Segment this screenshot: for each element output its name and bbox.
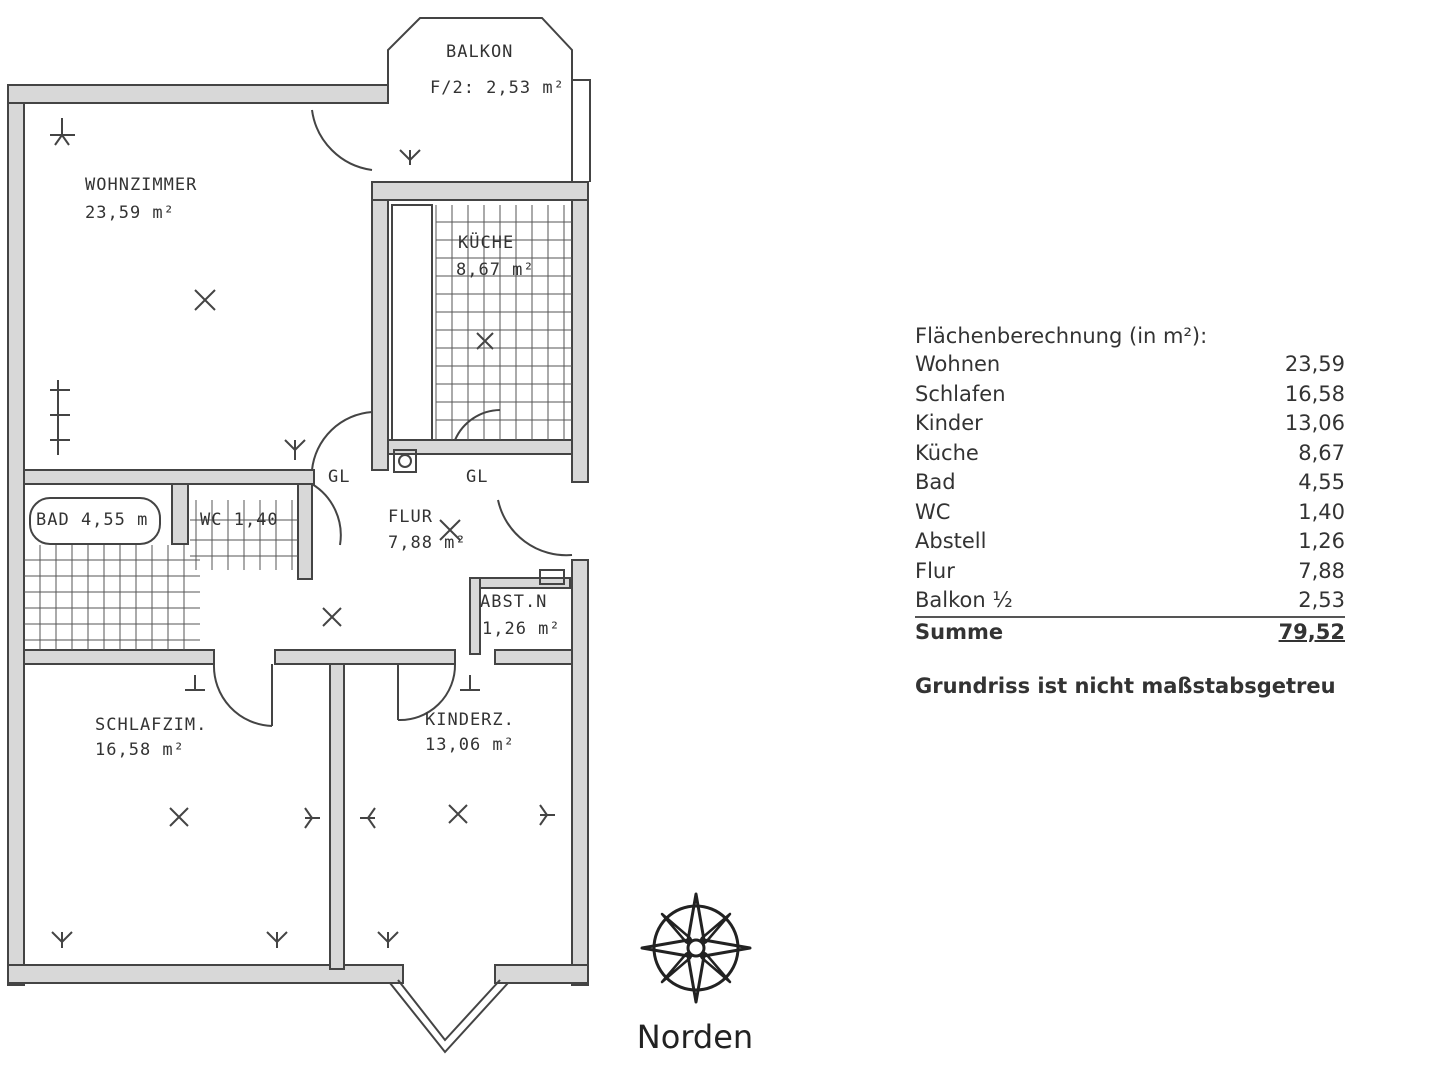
kueche-label: KÜCHE xyxy=(458,231,514,253)
area-row-label: Schlafen xyxy=(915,381,1006,406)
area-total-row: Summe 79,52 xyxy=(915,618,1345,648)
area-row-value: 4,55 xyxy=(1298,470,1345,494)
kinderzimmer-area: 13,06 m² xyxy=(425,735,515,755)
area-row-label: Kinder xyxy=(915,411,983,435)
flur-label: FLUR xyxy=(388,507,433,527)
balkon-area: F/2: 2,53 m² xyxy=(430,78,565,98)
area-row-value: 2,53 xyxy=(1298,588,1345,612)
gl2-label: GL xyxy=(466,467,488,487)
kueche-area: 8,67 m² xyxy=(456,260,535,280)
area-table: Flächenberechnung (in m²): Wohnen 23,59 S… xyxy=(915,322,1345,647)
area-row-label: Abstell xyxy=(915,529,987,553)
inner-walls xyxy=(23,199,573,970)
area-row-label: Balkon ½ xyxy=(915,588,1013,612)
abstell-area: 1,26 m² xyxy=(482,619,561,639)
area-total-label: Summe xyxy=(915,619,1004,644)
area-total-value: 79,52 xyxy=(1278,619,1345,644)
balkon-label: BALKON xyxy=(446,42,513,62)
bad-label: BAD 4,55 m xyxy=(36,510,148,530)
area-row-label: Bad xyxy=(915,470,956,494)
schlafzimmer-label: SCHLAFZIM. xyxy=(95,715,207,735)
area-row-value: 13,06 xyxy=(1284,411,1345,435)
wohnzimmer-label: WOHNZIMMER xyxy=(85,175,197,195)
area-row-value: 1,40 xyxy=(1298,499,1345,524)
wohnzimmer-area: 23,59 m² xyxy=(85,203,175,223)
doors xyxy=(212,109,573,727)
gl1-label: GL xyxy=(328,467,350,487)
schlafzimmer-area: 16,58 m² xyxy=(95,740,185,760)
floor-plan: BALKON F/2: 2,53 m² WOHNZIMMER 23,59 m² … xyxy=(7,17,591,1054)
kinderzimmer-label: KINDERZ. xyxy=(425,710,515,730)
area-row-label: Wohnen xyxy=(915,352,1001,376)
flur-area: 7,88 m² xyxy=(388,533,467,553)
area-row-value: 16,58 xyxy=(1284,381,1345,406)
wall-fixtures xyxy=(50,118,565,948)
area-row-value: 23,59 xyxy=(1284,352,1345,376)
area-table-caption: Flächenberechnung (in m²): xyxy=(915,324,1208,348)
abstell-label: ABST.N xyxy=(480,592,547,612)
area-row-label: Küche xyxy=(915,440,979,465)
area-row-value: 1,26 xyxy=(1298,529,1345,553)
area-row-value: 7,88 xyxy=(1298,558,1345,583)
bathroom-tiles xyxy=(24,497,298,650)
ceiling-lights xyxy=(169,289,494,827)
scale-note: Grundriss ist nicht maßstabsgetreu xyxy=(915,674,1336,698)
kitchen-tiles xyxy=(391,204,572,441)
area-row-label: Flur xyxy=(915,558,955,583)
area-row-label: WC xyxy=(915,499,951,524)
compass-label: Norden xyxy=(636,1018,754,1056)
bay-window xyxy=(397,979,501,1042)
area-row-value: 8,67 xyxy=(1298,440,1345,465)
balcony-outline xyxy=(387,17,573,182)
wc-label: WC 1,40 xyxy=(200,510,279,530)
compass-rose-icon xyxy=(640,892,752,1004)
